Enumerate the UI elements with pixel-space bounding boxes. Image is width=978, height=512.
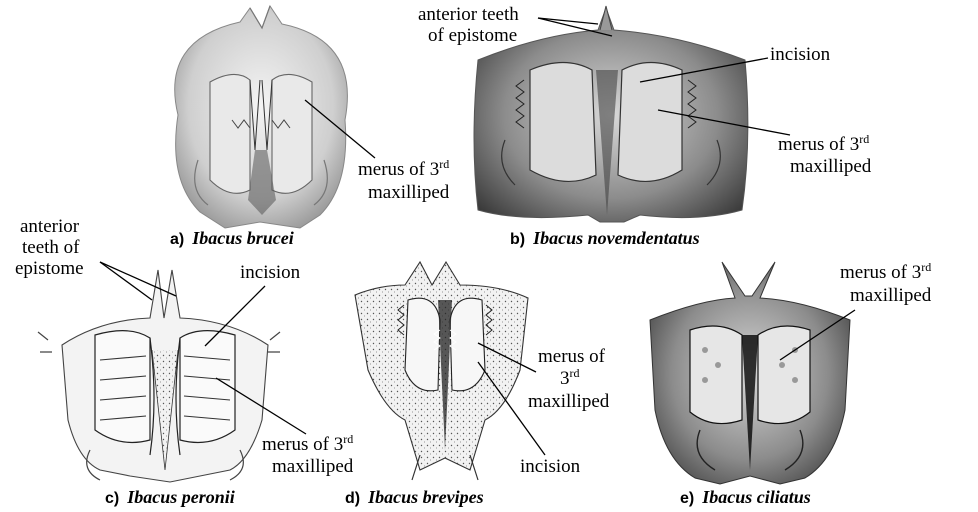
incision-label-c: incision [240,262,301,283]
caption-e: e) Ibacus ciliatus [680,487,811,507]
merus-label-line1-a: merus of 3rd [358,157,449,180]
teeth-pointer-2-c [100,262,176,296]
panel-e: merus of 3rd maxilliped e) Ibacus ciliat… [650,260,932,507]
teeth-label-line2-c: teeth of [22,237,80,258]
teeth-pointer-1-c [100,262,152,300]
panel-a: merus of 3rd maxilliped a) Ibacus brucei [170,6,450,248]
specimen-illustration-d [355,262,528,480]
panel-d: merus of 3rd maxilliped incision d) Ibac… [345,262,610,507]
merus-label-line2-a: maxilliped [368,182,450,203]
panel-c: anterior teeth of epistome incision meru… [15,216,354,507]
teeth-label-line1-b: anterior teeth [418,4,519,25]
merus-label-line1-c: merus of 3rd [262,432,353,455]
teeth-label-line3-c: epistome [15,258,84,279]
caption-d: d) Ibacus brevipes [345,487,484,507]
incision-label-d: incision [520,456,581,477]
specimen-illustration-e [650,262,850,484]
merus-label-line2-d: 3rd [560,366,580,389]
caption-a: a) Ibacus brucei [170,228,294,248]
merus-label-line2-b: maxilliped [790,156,872,177]
teeth-label-line2-b: of epistome [428,25,517,46]
merus-label-line2-c: maxilliped [272,456,354,477]
teeth-pointer-1-b [538,18,598,24]
incision-label-b: incision [770,44,831,65]
caption-b: b) Ibacus novemdentatus [510,228,700,248]
specimen-illustration-c [38,270,280,482]
merus-label-line1-b: merus of 3rd [778,132,869,155]
merus-label-line2-e: maxilliped [850,285,932,306]
panel-b: anterior teeth of epistome incision meru… [418,4,872,248]
caption-c: c) Ibacus peronii [105,487,235,507]
merus-label-line3-d: maxilliped [528,391,610,412]
teeth-label-line1-c: anterior [20,216,80,237]
specimen-illustration-a [175,6,348,228]
merus-label-line1-e: merus of 3rd [840,260,931,283]
merus-label-line1-d: merus of [538,346,606,367]
